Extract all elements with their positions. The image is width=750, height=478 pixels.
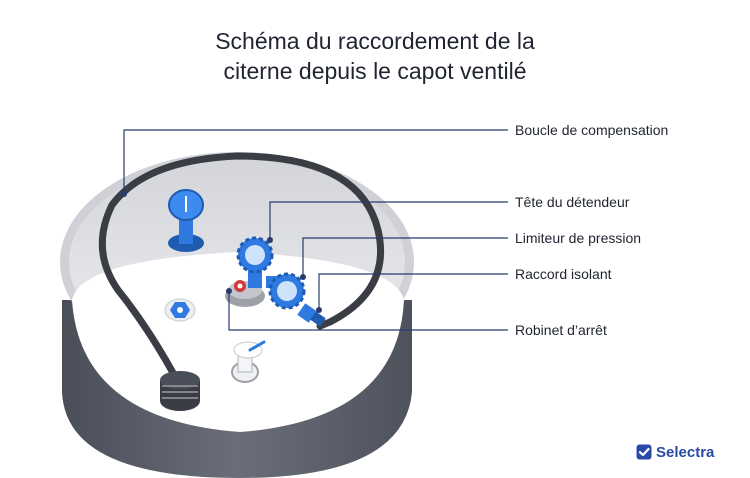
marker-regulator-head (267, 237, 273, 243)
hose-coupling (160, 371, 200, 411)
leader-line-regulator-head (269, 201, 508, 240)
title-line-2: citerne depuis le capot ventilé (223, 58, 527, 84)
marker-compensation-loop (121, 191, 127, 197)
leader-line-shutoff-valve (228, 291, 508, 331)
pressure-limiter (266, 272, 306, 310)
title-line-1: Schéma du raccordement de la (215, 28, 535, 54)
diagram-title: Schéma du raccordement de la citerne dep… (0, 26, 750, 86)
gauge-valve (231, 340, 266, 383)
insulating-fitting (297, 303, 326, 327)
label-insulating-fitting: Raccord isolant (515, 266, 612, 282)
label-compensation-loop: Boucle de compensation (515, 122, 669, 138)
leader-line-pressure-limiter (302, 237, 508, 277)
marker-insulating-fitting (316, 307, 322, 313)
filling-valve (168, 189, 204, 252)
leader-line-insulating-fitting (318, 273, 508, 310)
label-pressure-limiter: Limiteur de pression (515, 230, 642, 246)
label-shutoff-valve: Robinet d’arrêt (515, 322, 607, 338)
regulator-head (236, 236, 274, 288)
check-icon (636, 444, 652, 460)
brand-logo: Selectra (636, 442, 714, 462)
cap-floor (72, 252, 404, 432)
compensation-loop-hose (98, 152, 385, 386)
brand-name: Selectra (656, 443, 715, 461)
label-regulator-head: Tête du détendeur (515, 194, 630, 210)
leader-line-compensation-loop (123, 129, 508, 194)
hex-fitting (164, 298, 196, 322)
marker-shutoff-valve (226, 288, 232, 294)
marker-pressure-limiter (300, 274, 306, 280)
